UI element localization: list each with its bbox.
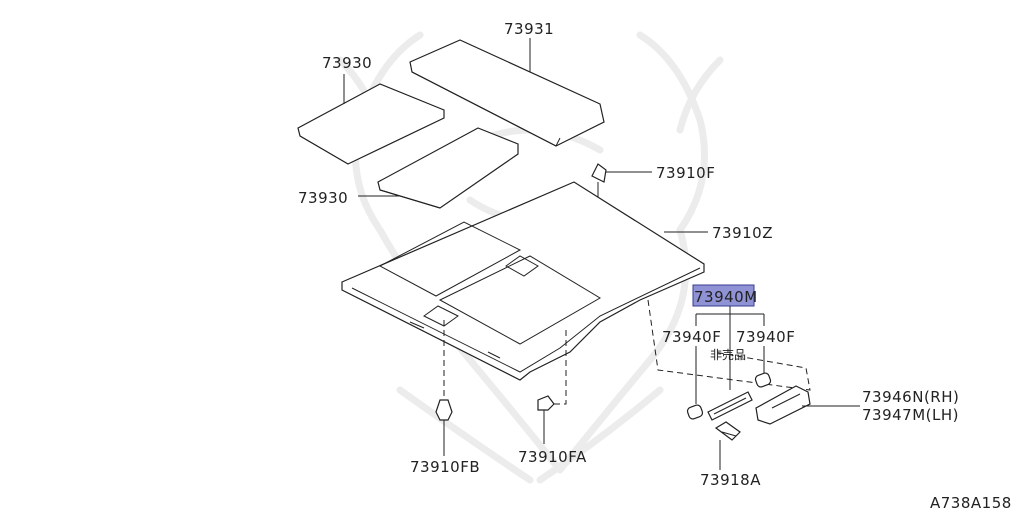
part-73910FA-clip[interactable] [537, 395, 555, 411]
part-73930-mid-pad[interactable] [377, 127, 519, 209]
label-73940F-right[interactable]: 73940F [736, 328, 795, 346]
label-73947M-lh[interactable]: 73947M(LH) [862, 406, 959, 424]
label-73910F[interactable]: 73910F [656, 164, 715, 182]
label-73910FB[interactable]: 73910FB [410, 458, 480, 476]
part-73931-pad[interactable] [409, 39, 605, 147]
label-73940M[interactable]: 73940M [694, 288, 758, 306]
label-73930-mid[interactable]: 73930 [298, 189, 348, 207]
diagram-code: A738A158 [930, 494, 1012, 510]
part-73930-top-pad[interactable] [297, 83, 445, 165]
bracket-73940 [695, 306, 765, 404]
part-73940F-cap-left[interactable] [686, 404, 704, 420]
label-73918A[interactable]: 73918A [700, 471, 761, 489]
dash-73910FA [552, 330, 567, 405]
part-73910FB-clip[interactable] [435, 399, 453, 421]
part-73918A-screw[interactable] [714, 421, 741, 441]
label-73946N-rh[interactable]: 73946N(RH) [862, 388, 959, 406]
part-73940F-cap-right[interactable] [754, 372, 772, 388]
label-73931[interactable]: 73931 [504, 20, 554, 38]
label-73910FA[interactable]: 73910FA [518, 448, 587, 466]
part-73946N-73947M-bracket[interactable] [755, 385, 811, 425]
part-assist-grip[interactable] [707, 391, 753, 421]
highlight-73940M [692, 284, 755, 307]
grip-outline [647, 299, 811, 391]
label-73930-top[interactable]: 73930 [322, 54, 372, 72]
label-73910Z[interactable]: 73910Z [712, 224, 773, 242]
label-73940F-left[interactable]: 73940F [662, 328, 721, 346]
part-73910Z-headlining[interactable] [341, 181, 705, 381]
